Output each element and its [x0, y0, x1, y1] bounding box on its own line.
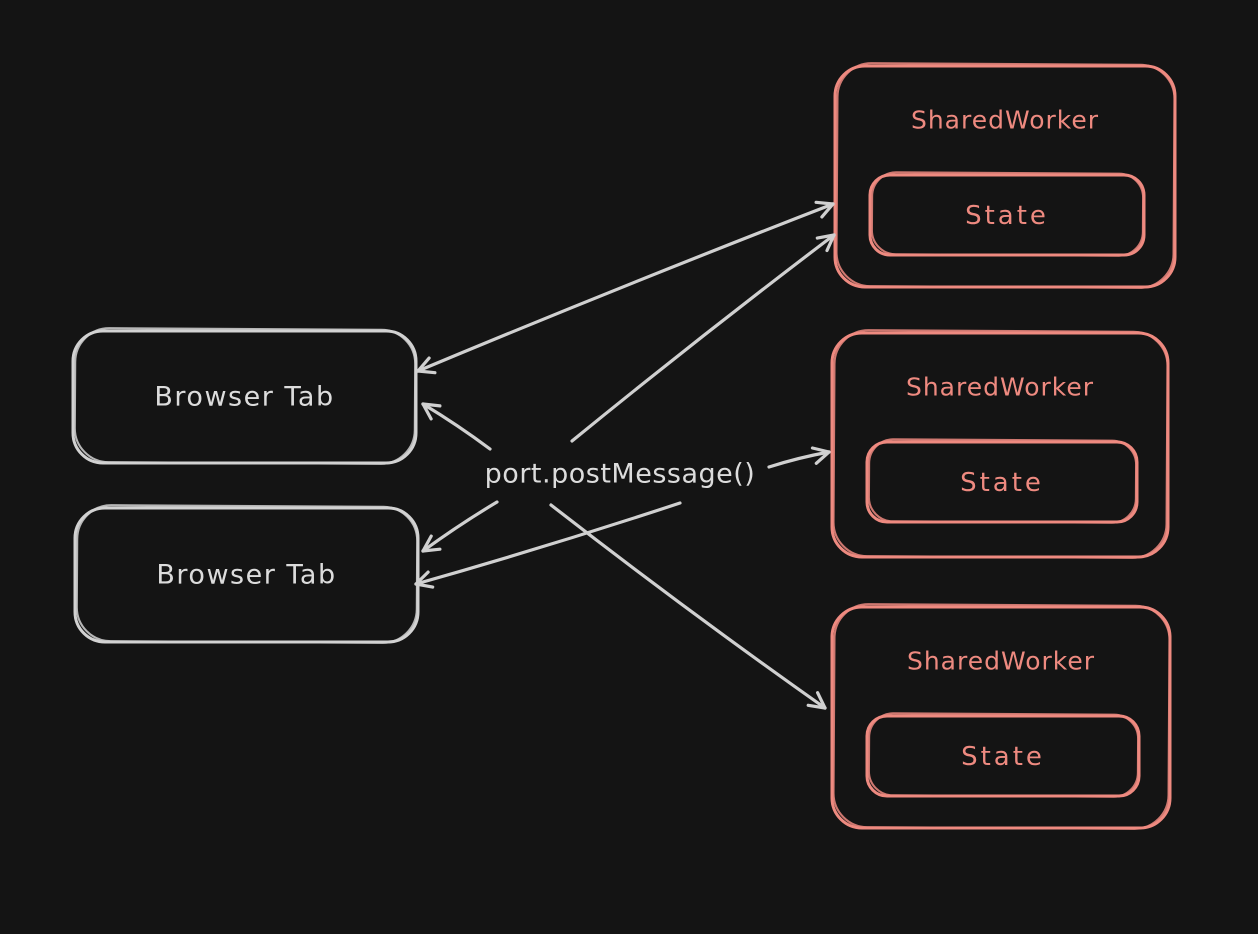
arrow-postmessage-to-sharedworker1-end-head-arm-0: [815, 233, 836, 240]
arrow-postmessage-to-sharedworker1-end-head-arm-1: [825, 233, 836, 253]
browser-tab-1: Browser Tab: [71, 327, 418, 465]
arrow-postmessage-to-browsertab1-end-head-arm-1: [421, 402, 442, 408]
shared-worker-3-title: SharedWorker: [907, 647, 1095, 676]
arrow-postmessage-to-browsertab2-lower-line: [414, 501, 682, 586]
arrow-postmessage-to-browsertab2-upper-line: [421, 500, 499, 553]
arrow-sharedworker1-browsertab1-bidirectional: [416, 200, 835, 375]
arrow-postmessage-to-browsertab2-upper: [421, 500, 499, 553]
postmessage-label: port.postMessage(): [485, 459, 756, 490]
shared-worker-3-state-box-sketch-stroke: [867, 712, 1140, 798]
arrow-postmessage-to-sharedworker3-line: [549, 503, 827, 710]
shared-worker-1-state-box-sketch-stroke: [870, 171, 1145, 257]
arrow-postmessage-to-sharedworker3: [549, 503, 827, 710]
shared-worker-3-box-sketch-stroke: [832, 603, 1171, 830]
arrow-postmessage-to-browsertab2-upper-end-head-arm-1: [421, 534, 433, 553]
browser-tab-1-box-sketch-stroke: [73, 327, 417, 465]
arrow-postmessage-to-sharedworker2-end-head-arm-0: [810, 446, 831, 454]
arrow-postmessage-to-sharedworker1-line: [570, 233, 836, 443]
browser-tab-2-label: Browser Tab: [156, 560, 336, 591]
arrow-postmessage-to-browsertab2-lower-end-head-arm-0: [414, 582, 435, 589]
arrow-postmessage-to-sharedworker2-end-head-arm-1: [814, 450, 831, 465]
arrow-postmessage-to-sharedworker2: [767, 446, 831, 469]
arrow-postmessage-to-sharedworker3-end-head-arm-1: [806, 703, 827, 710]
arrow-sharedworker1-browsertab1-bidirectional-line: [416, 202, 835, 373]
arrow-postmessage-to-browsertab1-line: [421, 402, 492, 451]
arrow-sharedworker1-browsertab1-bidirectional-start-head-arm-0: [814, 200, 835, 206]
shared-worker-1-box-sketch-stroke: [835, 62, 1176, 289]
arrow-sharedworker1-browsertab1-bidirectional-end-head-arm-1: [416, 356, 431, 373]
shared-worker-1-title: SharedWorker: [911, 106, 1099, 135]
arrow-postmessage-to-sharedworker1: [570, 233, 836, 443]
arrow-postmessage-to-browsertab1-end-head-arm-0: [421, 402, 433, 421]
arrow-postmessage-to-sharedworker3-end-head-arm-0: [816, 691, 827, 710]
shared-worker-2-box-sketch-stroke: [832, 329, 1169, 559]
shared-worker-2-state-label: State: [960, 468, 1044, 498]
arrow-postmessage-to-browsertab2-lower: [414, 501, 682, 589]
arrow-postmessage-to-sharedworker2-line: [767, 450, 831, 469]
shared-worker-2-title: SharedWorker: [906, 373, 1094, 402]
shared-worker-1-state-label: State: [965, 201, 1049, 231]
arrow-sharedworker1-browsertab1-bidirectional-end-head-arm-0: [416, 369, 437, 375]
arrow-sharedworker1-browsertab1-bidirectional-start-head-arm-1: [820, 202, 835, 219]
shared-worker-2-state-box-sketch-stroke: [867, 438, 1138, 524]
browser-tab-2: Browser Tab: [73, 504, 420, 644]
arrow-postmessage-to-browsertab2-lower-end-head-arm-1: [414, 570, 430, 586]
shared-worker-3-state-label: State: [961, 742, 1045, 772]
browser-tab-1-label: Browser Tab: [154, 382, 334, 413]
arrow-postmessage-to-browsertab2-upper-end-head-arm-0: [421, 547, 442, 553]
arrow-postmessage-to-browsertab1: [421, 402, 492, 451]
browser-tab-2-box-sketch-stroke: [75, 504, 419, 644]
